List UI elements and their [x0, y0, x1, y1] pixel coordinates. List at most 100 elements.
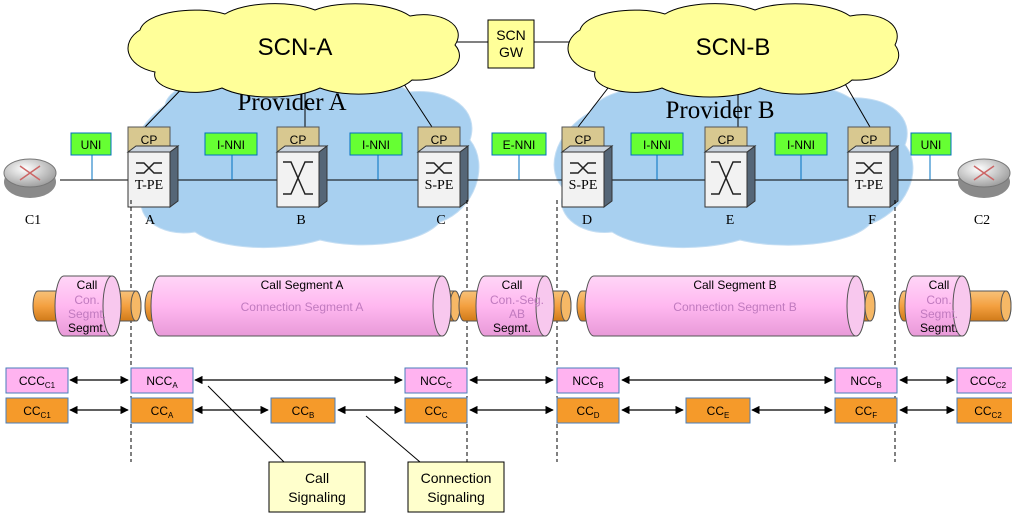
- controller-label-ccc2: CCCC2: [970, 374, 1007, 390]
- call-mid-label: Call: [502, 278, 523, 292]
- router-c2-icon: [957, 158, 1011, 198]
- conseg-ab-line2: AB: [509, 307, 525, 321]
- segm-mid-label: Segmt.: [493, 321, 531, 335]
- call-cyl-right: [904, 275, 972, 337]
- segm-left-label: Segmt.: [68, 321, 106, 335]
- controller-label-cc_c1: CCC1: [23, 404, 51, 420]
- controller-label-cc_e: CCE: [707, 404, 730, 420]
- node-a-letter: A: [145, 213, 156, 228]
- c1-label: C1: [25, 213, 41, 228]
- segm-right-label: Segmt.: [920, 321, 958, 335]
- call-cyl-left: [54, 275, 122, 337]
- iface-inni-2: I-NNI: [362, 138, 390, 152]
- switch-side-c: [459, 145, 469, 208]
- scn-b-label: SCN-B: [696, 34, 771, 61]
- controller-label-nccc: NCCC: [420, 374, 452, 390]
- iface-inni-3: I-NNI: [643, 138, 671, 152]
- node-d-letter: D: [582, 213, 592, 228]
- controller-nccb1: NCCB: [556, 367, 620, 394]
- call-cyl-b: [584, 275, 866, 337]
- call-cyl-a: [150, 275, 452, 337]
- signaling-arrows: [69, 375, 955, 415]
- segment-labels: Call Con. Segmt. Segmt. Call Segment A C…: [68, 278, 958, 335]
- call-right-label: Call: [929, 278, 950, 292]
- switch-side-f: [889, 145, 899, 208]
- pe-label-c: S-PE: [425, 178, 454, 193]
- scn-a-label: SCN-A: [258, 34, 333, 61]
- iface-uni-right: UNI: [921, 138, 942, 152]
- controller-cc_d: CCD: [556, 397, 620, 424]
- cp-label-f: CP: [861, 133, 878, 147]
- switch-top-a: [126, 145, 180, 153]
- controller-label-cc_a: CCA: [151, 404, 174, 420]
- call-signaling-callout: Call Signaling: [268, 461, 366, 513]
- pe-label-d: S-PE: [569, 178, 598, 193]
- switch-side-a: [169, 145, 179, 208]
- con-right-line2: Segmt.: [920, 307, 958, 321]
- switch-node-b: CP: [275, 126, 329, 208]
- scn-b-cloud: [567, 3, 900, 98]
- router-c1-icon: [3, 158, 57, 198]
- iface-uni-left: UNI: [81, 138, 102, 152]
- segment-cylinders: [32, 275, 1012, 337]
- controller-cc_e: CCE: [685, 397, 751, 424]
- switch-top-d: [560, 145, 614, 153]
- switch-node-a: CPT-PE: [126, 126, 180, 208]
- iface-inni-4: I-NNI: [787, 138, 815, 152]
- controller-ccc1: CCCC1: [5, 367, 69, 394]
- switch-side-e: [746, 145, 756, 208]
- conseg-ab-line1: Con.-Seg.: [490, 293, 544, 307]
- call-seg-b-label: Call Segment B: [693, 278, 776, 292]
- call-seg-a-label: Call Segment A: [261, 278, 344, 292]
- call-sig-line1: Call: [305, 470, 329, 486]
- switch-top-c: [416, 145, 470, 153]
- scn-gateway-box: SCN GW: [487, 19, 535, 69]
- switch-top-f: [846, 145, 900, 153]
- controller-cc_f: CCF: [834, 397, 898, 424]
- controller-label-nccb1: NCCB: [572, 374, 603, 390]
- switch-front-a: [127, 151, 171, 208]
- cp-label-c: CP: [431, 133, 448, 147]
- switch-side-b: [318, 145, 328, 208]
- controller-label-cc_c: CCC: [424, 404, 447, 420]
- controller-label-cc_c2: CCC2: [974, 404, 1002, 420]
- controller-label-cc_f: CCF: [855, 404, 877, 420]
- node-b-letter: B: [296, 213, 305, 228]
- cp-label-d: CP: [575, 133, 592, 147]
- callout-pointers: [207, 385, 421, 463]
- controller-cc_c1: CCC1: [5, 397, 69, 424]
- crossconnect-icon-e: [711, 161, 741, 195]
- switch-node-e: CP: [703, 126, 757, 208]
- node-c-letter: C: [436, 213, 445, 228]
- crossconnect-icon-b: [283, 161, 313, 195]
- c2-label: C2: [974, 213, 990, 228]
- cp-label-e: CP: [718, 133, 735, 147]
- controller-cc_b: CCB: [270, 397, 336, 424]
- conn-seg-a-label: Connection Segment A: [241, 300, 364, 314]
- con-left-line2: Segmt.: [68, 307, 106, 321]
- switch-node-c: CP S-PE: [416, 126, 470, 208]
- iface-enni: E-NNI: [503, 138, 536, 152]
- con-left-line1: Con.: [74, 293, 99, 307]
- controller-cc_a: CCA: [130, 397, 194, 424]
- switch-top-e: [703, 145, 757, 153]
- cp-label-a: CP: [141, 133, 158, 147]
- controller-cc_c: CCC: [404, 397, 468, 424]
- switch-front-f: [847, 151, 891, 208]
- cp-label-b: CP: [290, 133, 307, 147]
- controller-label-cc_d: CCD: [576, 404, 599, 420]
- provider-b-label: Provider B: [665, 97, 774, 124]
- controller-ccc2: CCCC2: [956, 367, 1012, 394]
- switch-node-f: CPT-PE: [846, 126, 900, 208]
- controller-ncca: NCCA: [130, 367, 194, 394]
- controller-label-nccb2: NCCB: [850, 374, 881, 390]
- call-sig-line2: Signaling: [288, 489, 346, 505]
- node-f-letter: F: [868, 213, 876, 228]
- con-right-line1: Con.: [926, 293, 951, 307]
- crossconnect-icon-f: [856, 162, 882, 174]
- scn-a-cloud: [127, 3, 460, 98]
- switch-front-c: [417, 151, 461, 208]
- conn-sig-line2: Signaling: [427, 489, 485, 505]
- conn-sig-line1: Connection: [421, 470, 492, 486]
